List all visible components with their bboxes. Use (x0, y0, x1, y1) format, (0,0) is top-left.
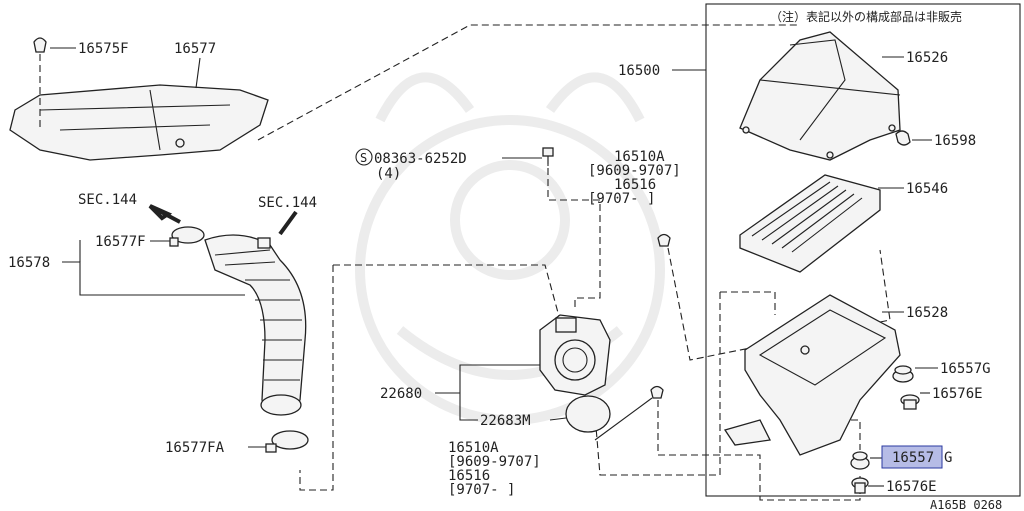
label-bolt-code[interactable]: 08363-6252D (374, 151, 467, 167)
label-16526[interactable]: 16526 (906, 50, 948, 66)
not-sold-note: （注）表記以外の構成部品は非販売 (770, 9, 962, 24)
gasket-22683M[interactable] (565, 395, 611, 433)
grommet-16557G-b[interactable] (850, 451, 870, 470)
collar-16576E-b[interactable] (851, 477, 869, 494)
label-16578[interactable]: 16578 (8, 255, 50, 271)
label-group-top-3[interactable]: 16516 (614, 177, 656, 193)
leader-16510A-bottom (594, 397, 653, 441)
collar-16576E-a[interactable] (900, 394, 920, 410)
label-group-bottom-1[interactable]: 16510A (448, 440, 499, 456)
label-group-top-4: [9707- ] (588, 191, 655, 207)
label-group-top-1[interactable]: 16510A (614, 149, 665, 165)
clip-16510A-top[interactable] (657, 233, 671, 247)
label-group-bottom-4: [9707- ] (448, 482, 515, 498)
leader-16578 (62, 261, 245, 296)
label-16575F[interactable]: 16575F (78, 41, 129, 57)
bolt-symbol: S (360, 151, 367, 165)
bolt-symbol-circle (355, 148, 373, 166)
label-bolt-qty: (4) (376, 166, 401, 182)
label-16557G-b-suffix[interactable]: G (944, 450, 952, 466)
dashed-leaders (257, 24, 891, 501)
section-ref-1[interactable]: SEC.144 (78, 192, 137, 208)
assembly-frame (705, 3, 1021, 497)
label-group-bottom-2: [9609-9707] (448, 454, 541, 470)
label-16577[interactable]: 16577 (174, 41, 216, 57)
leader-22683M (549, 417, 567, 421)
label-16528[interactable]: 16528 (906, 305, 948, 321)
filter-16546[interactable] (739, 174, 881, 273)
selected-part-highlight (881, 445, 943, 469)
label-group-top-2: [9609-9707] (588, 163, 681, 179)
air-flow-meter-22680[interactable] (539, 314, 611, 396)
case-16528[interactable] (723, 294, 901, 456)
label-16576E-a[interactable]: 16576E (932, 386, 983, 402)
label-22680[interactable]: 22680 (380, 386, 422, 402)
label-16557G-b-number[interactable]: 16557 (892, 450, 934, 466)
drawing-code: A165B 0268 (930, 498, 1002, 511)
label-16576E-b[interactable]: 16576E (886, 479, 937, 495)
label-16577F[interactable]: 16577F (95, 234, 146, 250)
clip-16598[interactable] (895, 130, 911, 146)
clip-16575F[interactable] (33, 37, 47, 130)
watermark-emblem (355, 72, 665, 425)
leader-22680 (435, 364, 540, 421)
label-16557G-a[interactable]: 16557G (940, 361, 991, 377)
label-16500[interactable]: 16500 (618, 63, 660, 79)
section-ref-2[interactable]: SEC.144 (258, 195, 317, 211)
clip-16510A-bottom[interactable] (650, 385, 664, 399)
clamp-16577FA[interactable] (265, 430, 309, 453)
label-group-bottom-3[interactable]: 16516 (448, 468, 490, 484)
label-16598[interactable]: 16598 (934, 133, 976, 149)
leader-16577 (195, 57, 201, 89)
air-duct-16577[interactable] (9, 84, 269, 161)
hose-16578[interactable] (204, 234, 307, 416)
clamp-16577F[interactable] (169, 226, 205, 247)
label-22683M[interactable]: 22683M (480, 413, 531, 429)
bolt-08363-6252D[interactable] (542, 147, 554, 166)
label-16546[interactable]: 16546 (906, 181, 948, 197)
grommet-16557G-a[interactable] (892, 365, 914, 383)
label-16577FA[interactable]: 16577FA (165, 440, 225, 456)
arrow-sec1 (148, 204, 181, 224)
cover-16526[interactable] (739, 31, 901, 161)
arrow-sec2 (278, 210, 298, 236)
